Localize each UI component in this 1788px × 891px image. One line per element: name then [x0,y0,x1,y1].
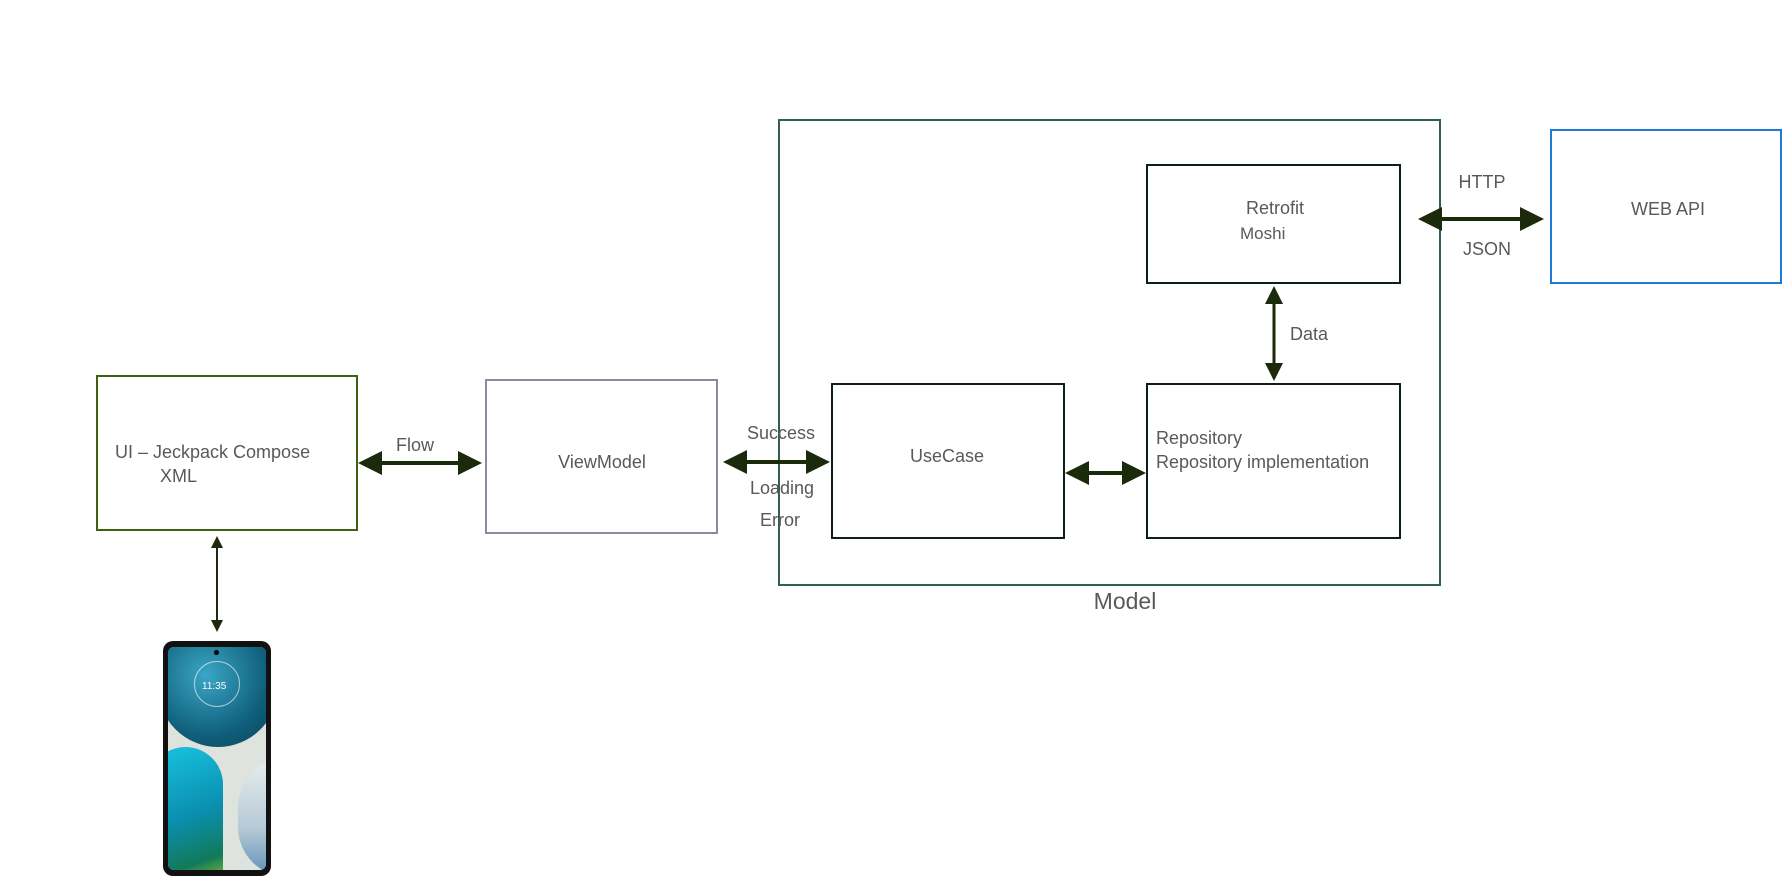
loading-label: Loading [749,478,815,498]
repository-box [1146,383,1401,539]
webapi-box [1550,129,1782,284]
phone-image: 11:35 [163,641,271,876]
flow-label: Flow [395,435,435,455]
json-label: JSON [1462,239,1512,259]
retrofit-box [1146,164,1401,284]
model-container [778,119,1441,586]
ui-box [96,375,358,531]
viewmodel-box [485,379,718,534]
ui-label-line1: UI – Jeckpack Compose [115,442,311,462]
error-label: Error [760,510,800,530]
moshi-label: Moshi [1240,224,1286,243]
success-label: Success [746,423,816,443]
viewmodel-label: ViewModel [558,452,646,472]
camera-icon [214,650,219,655]
ui-label-line2: XML [160,466,198,486]
usecase-box [831,383,1065,539]
data-label: Data [1289,324,1329,344]
model-label: Model [1093,588,1157,614]
repository-impl-label: Repository implementation [1156,452,1370,472]
repository-label: Repository [1156,428,1243,448]
usecase-label: UseCase [909,446,985,466]
phone-clock: 11:35 [202,681,227,692]
http-label: HTTP [1458,172,1506,192]
webapi-label: WEB API [1630,199,1706,219]
phone-screen: 11:35 [168,647,266,870]
retrofit-label: Retrofit [1245,198,1305,218]
